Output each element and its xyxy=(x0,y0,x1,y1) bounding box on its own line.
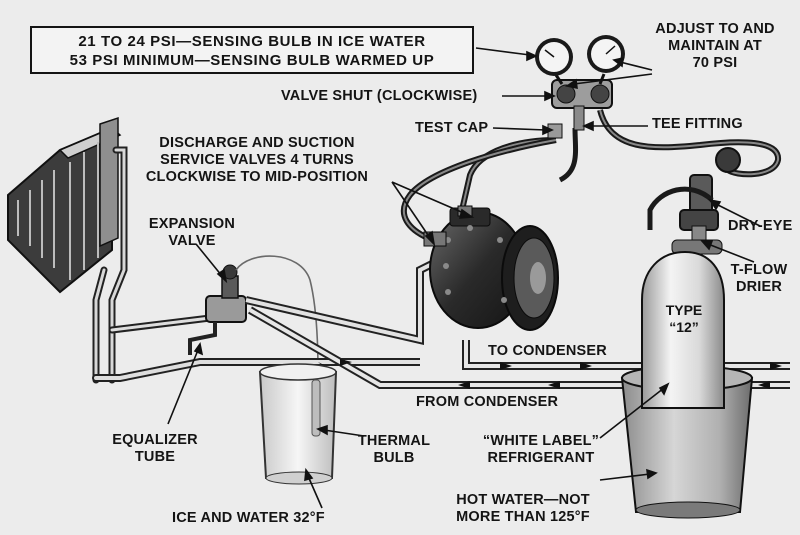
pressure-spec-line-1: 21 TO 24 PSI—SENSING BULB IN ICE WATER xyxy=(78,33,426,50)
gauge-hoses xyxy=(401,109,781,241)
service-valves-line-1: DISCHARGE AND SUCTION xyxy=(159,135,355,151)
gauge-manifold xyxy=(547,79,613,139)
white-label-line-1: “WHITE LABEL” xyxy=(482,433,600,449)
drier-assembly xyxy=(647,147,741,255)
service-valves-line-2: SERVICE VALVES 4 TURNS xyxy=(160,152,354,168)
evaporator-piping xyxy=(92,146,234,384)
ice-water-label: ICE AND WATER 32°F xyxy=(172,510,325,526)
white-label-refrigerant-label: “WHITE LABEL” REFRIGERANT xyxy=(476,433,606,467)
hot-water-line-2: MORE THAN 125°F xyxy=(456,509,590,525)
t-flow-drier-line-1: T-FLOW xyxy=(730,262,788,278)
expansion-valve-label: EXPANSION VALVE xyxy=(142,216,242,250)
evaporator-core xyxy=(7,116,122,294)
t-flow-drier-label: T-FLOW DRIER xyxy=(724,262,794,296)
from-condenser-label: FROM CONDENSER xyxy=(416,394,559,410)
pressure-gauge-left xyxy=(535,38,573,85)
t-flow-drier-line-2: DRIER xyxy=(735,279,783,295)
dry-eye-label: DRY-EYE xyxy=(728,218,793,234)
adjust-label-line-2: MAINTAIN AT xyxy=(668,38,762,54)
compressor xyxy=(423,205,559,331)
tank-type-line-2: “12” xyxy=(669,319,699,335)
expansion-valve-line-1: EXPANSION xyxy=(148,216,236,232)
equalizer-tube-line-2: TUBE xyxy=(134,449,176,465)
to-condenser-label: TO CONDENSER xyxy=(488,343,607,359)
service-valves-label: DISCHARGE AND SUCTION SERVICE VALVES 4 T… xyxy=(132,135,382,186)
service-valves-line-3: CLOCKWISE TO MID-POSITION xyxy=(145,169,369,185)
thermal-bulb-label: THERMAL BULB xyxy=(354,433,434,467)
pressure-gauge-right xyxy=(587,35,625,85)
adjust-label-line-1: ADJUST TO AND xyxy=(655,21,775,37)
white-label-line-2: REFRIGERANT xyxy=(487,450,595,466)
expansion-valve-body xyxy=(205,264,247,323)
adjust-label-line-3: 70 PSI xyxy=(692,55,738,71)
equalizer-tube-line xyxy=(188,322,217,355)
adjust-label: ADJUST TO AND MAINTAIN AT 70 PSI xyxy=(640,21,790,72)
leader-lines xyxy=(167,47,761,509)
hot-water-label: HOT WATER—NOT MORE THAN 125°F xyxy=(438,492,608,526)
expansion-valve-line-2: VALVE xyxy=(168,233,216,249)
ice-water-beaker xyxy=(258,363,338,485)
thermal-bulb-line-2: BULB xyxy=(373,450,415,466)
pressure-spec-line-2: 53 PSI MINIMUM—SENSING BULB WARMED UP xyxy=(69,52,435,69)
tank-type-line-1: TYPE xyxy=(665,302,703,318)
pressure-spec-box: 21 TO 24 PSI—SENSING BULB IN ICE WATER 5… xyxy=(30,26,474,74)
thermal-bulb-line-1: THERMAL xyxy=(357,433,431,449)
test-cap-label: TEST CAP xyxy=(415,120,489,136)
equalizer-tube-label: EQUALIZER TUBE xyxy=(100,432,210,466)
refrigerant-tank xyxy=(641,250,725,409)
equalizer-tube-line-1: EQUALIZER xyxy=(112,432,198,448)
tank-type-label: TYPE “12” xyxy=(648,302,720,336)
hot-water-line-1: HOT WATER—NOT xyxy=(456,492,590,508)
valve-shut-label: VALVE SHUT (CLOCKWISE) xyxy=(281,88,478,104)
tee-fitting-label: TEE FITTING xyxy=(652,116,743,132)
